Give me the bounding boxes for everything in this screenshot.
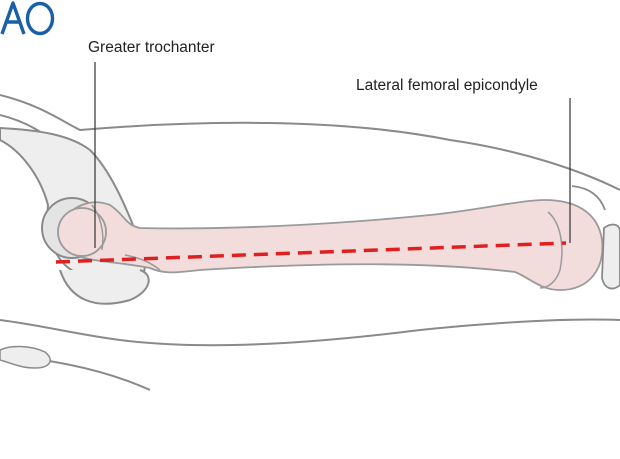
femoral-axis-line <box>55 241 567 264</box>
knee-outline <box>571 185 606 211</box>
body-outline-top <box>0 94 620 191</box>
femoral-head <box>57 207 107 257</box>
ao-logo-a <box>0 1 26 35</box>
label-lateral-femoral-epicondyle: Lateral femoral epicondyle <box>356 77 538 94</box>
ao-logo <box>0 1 55 36</box>
patella <box>601 223 620 290</box>
pelvis-ischium <box>59 269 150 305</box>
lesser-trochanter <box>124 254 161 271</box>
body-outline-bottom <box>0 318 620 347</box>
label-greater-trochanter: Greater trochanter <box>88 39 215 56</box>
femur-bone <box>59 199 604 291</box>
ao-logo-o <box>25 1 55 36</box>
condyle-contour <box>539 211 563 289</box>
pubis-shape <box>0 345 51 369</box>
trochanter-contour <box>91 204 104 251</box>
